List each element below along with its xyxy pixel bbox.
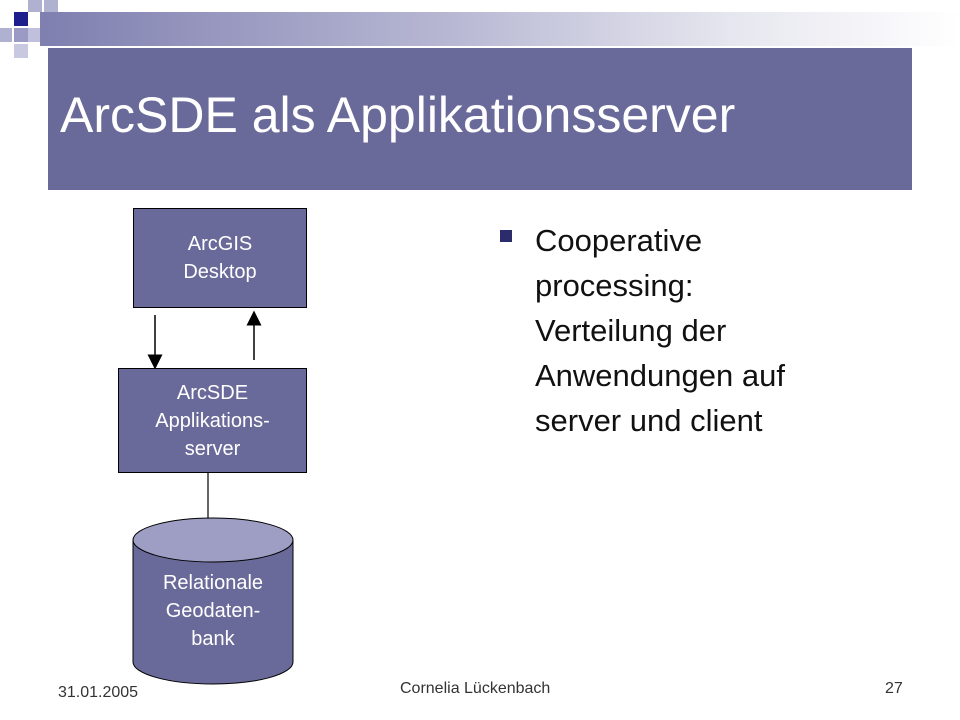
corner-square-light <box>0 28 12 42</box>
bullet-text: Cooperative processing: Verteilung der A… <box>535 223 785 438</box>
slide-title: ArcSDE als Applikationsserver <box>60 87 736 143</box>
bullet-marker <box>500 230 512 242</box>
corner-square-light <box>28 28 42 42</box>
footer-author: Cornelia Lückenbach <box>400 680 551 697</box>
arcsde-appserver-box: ArcSDE Applikations- server <box>118 368 307 473</box>
corner-square-light <box>14 44 28 58</box>
arcgis-desktop-label: ArcGIS Desktop <box>183 233 257 283</box>
corner-square-dark <box>14 12 28 26</box>
footer-date: 31.01.2005 <box>58 684 139 701</box>
corner-square-light <box>44 0 58 12</box>
database-label: Relationale Geodaten- bank <box>162 572 264 650</box>
footer-page-number: 27 <box>885 680 903 697</box>
corner-square-light <box>14 28 28 42</box>
arcgis-desktop-box: ArcGIS Desktop <box>133 208 307 308</box>
database-box: Relationale Geodaten- bank <box>133 562 293 660</box>
database-cylinder <box>132 517 294 685</box>
header-gradient-bar <box>40 12 960 46</box>
title-band <box>48 48 912 190</box>
corner-square-light <box>28 0 42 12</box>
arcsde-appserver-label: ArcSDE Applikations- server <box>155 381 270 460</box>
